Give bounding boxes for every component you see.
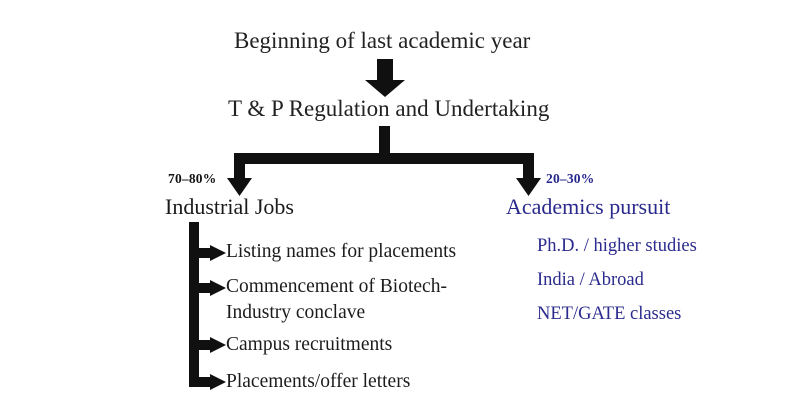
branch-heading-academics-pursuit: Academics pursuit — [506, 194, 671, 219]
branch-heading-industrial-jobs: Industrial Jobs — [165, 194, 294, 219]
top-down-arrow-icon — [365, 59, 405, 97]
split-connector — [234, 126, 534, 180]
list-item-continuation: Industry conclave — [226, 302, 366, 323]
list-item: Listing names for placements — [226, 241, 457, 262]
left-branch-percentage: 70–80% — [168, 171, 217, 186]
list-item: Campus recruitments — [226, 334, 393, 355]
left-list-spine — [189, 222, 226, 390]
list-item: Commencement of Biotech- — [226, 276, 447, 297]
list-item: Placements/offer letters — [226, 371, 411, 392]
list-item: India / Abroad — [537, 270, 644, 290]
page-title-second: T & P Regulation and Undertaking — [228, 96, 550, 121]
list-item: Ph.D. / higher studies — [537, 236, 697, 256]
list-item: NET/GATE classes — [537, 304, 682, 324]
right-branch-percentage: 20–30% — [546, 171, 595, 186]
page-title-top: Beginning of last academic year — [234, 28, 531, 53]
